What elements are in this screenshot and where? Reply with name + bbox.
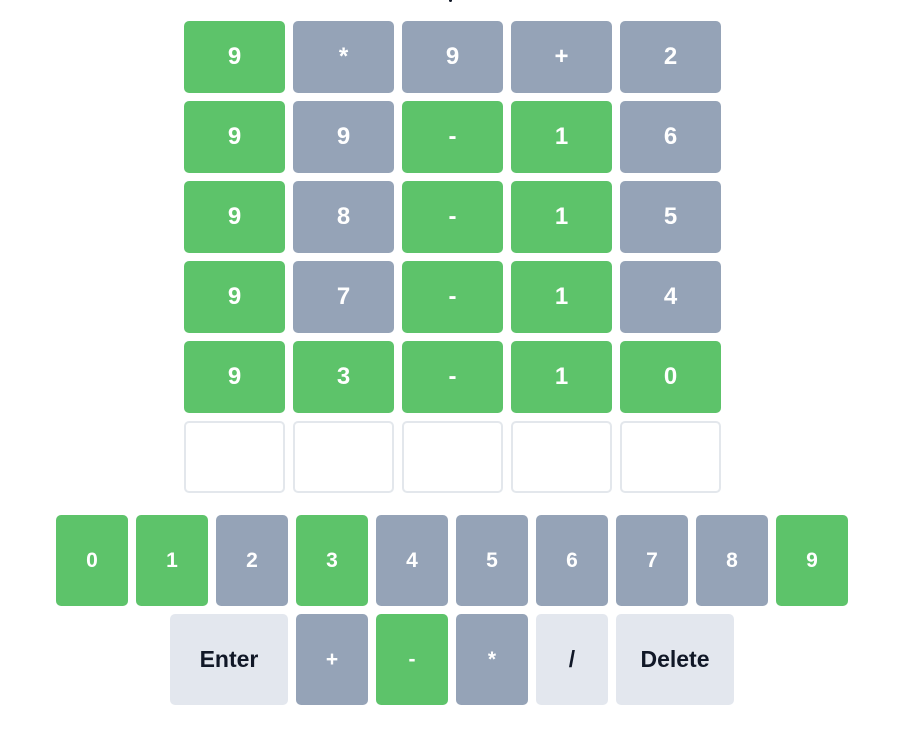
board-tile: 7: [293, 261, 394, 333]
key-9[interactable]: 9: [776, 515, 848, 606]
board-tile: 9: [184, 181, 285, 253]
key-multiply[interactable]: *: [456, 614, 528, 705]
key-6[interactable]: 6: [536, 515, 608, 606]
empty-tile: [511, 421, 612, 493]
key-5[interactable]: 5: [456, 515, 528, 606]
board-tile: 5: [620, 181, 721, 253]
key-0[interactable]: 0: [56, 515, 128, 606]
key-divide[interactable]: /: [536, 614, 608, 705]
delete-button[interactable]: Delete: [616, 614, 734, 705]
board-tile: -: [402, 261, 503, 333]
board-tile: 1: [511, 181, 612, 253]
board-tile: -: [402, 101, 503, 173]
board-tile: 0: [620, 341, 721, 413]
board-tile: 1: [511, 341, 612, 413]
enter-button[interactable]: Enter: [170, 614, 288, 705]
key-4[interactable]: 4: [376, 515, 448, 606]
board-tile: 9: [184, 21, 285, 93]
board-tile: 9: [184, 261, 285, 333]
board-tile: 1: [511, 261, 612, 333]
board-tile: 8: [293, 181, 394, 253]
board-tile: 6: [620, 101, 721, 173]
board-tile: -: [402, 341, 503, 413]
keyboard-control-row: Enter+-*/Delete: [0, 614, 904, 705]
board-tile: 9: [184, 101, 285, 173]
header-divider: [449, 0, 452, 2]
key-plus[interactable]: +: [296, 614, 368, 705]
board-tile: 9: [293, 101, 394, 173]
key-8[interactable]: 8: [696, 515, 768, 606]
board-tile: 1: [511, 101, 612, 173]
empty-tile: [402, 421, 503, 493]
board-tile: +: [511, 21, 612, 93]
empty-tile: [620, 421, 721, 493]
key-2[interactable]: 2: [216, 515, 288, 606]
board-tile: 9: [402, 21, 503, 93]
key-minus[interactable]: -: [376, 614, 448, 705]
board-tile: 3: [293, 341, 394, 413]
empty-tile: [184, 421, 285, 493]
empty-tile: [293, 421, 394, 493]
board-tile: 2: [620, 21, 721, 93]
board-tile: 4: [620, 261, 721, 333]
key-3[interactable]: 3: [296, 515, 368, 606]
board-tile: *: [293, 21, 394, 93]
board-tile: -: [402, 181, 503, 253]
board-tile: 9: [184, 341, 285, 413]
key-1[interactable]: 1: [136, 515, 208, 606]
key-7[interactable]: 7: [616, 515, 688, 606]
